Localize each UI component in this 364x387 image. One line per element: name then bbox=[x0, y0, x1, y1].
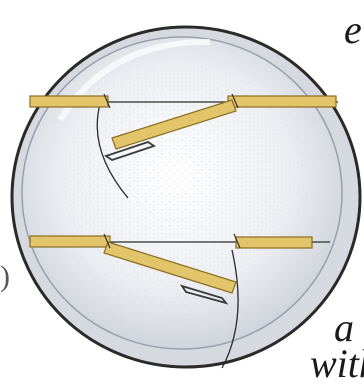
fragment-bottom-left bbox=[30, 236, 110, 247]
caption-fragment-with: with bbox=[310, 344, 364, 384]
caption-fragment-top: e bbox=[344, 10, 362, 50]
fragment-top-right bbox=[228, 96, 336, 107]
petri-dish bbox=[12, 27, 360, 367]
fragment-bottom-right bbox=[236, 237, 312, 248]
fragment-top-left bbox=[30, 96, 108, 107]
caption-fragment-left: ) bbox=[0, 262, 10, 292]
